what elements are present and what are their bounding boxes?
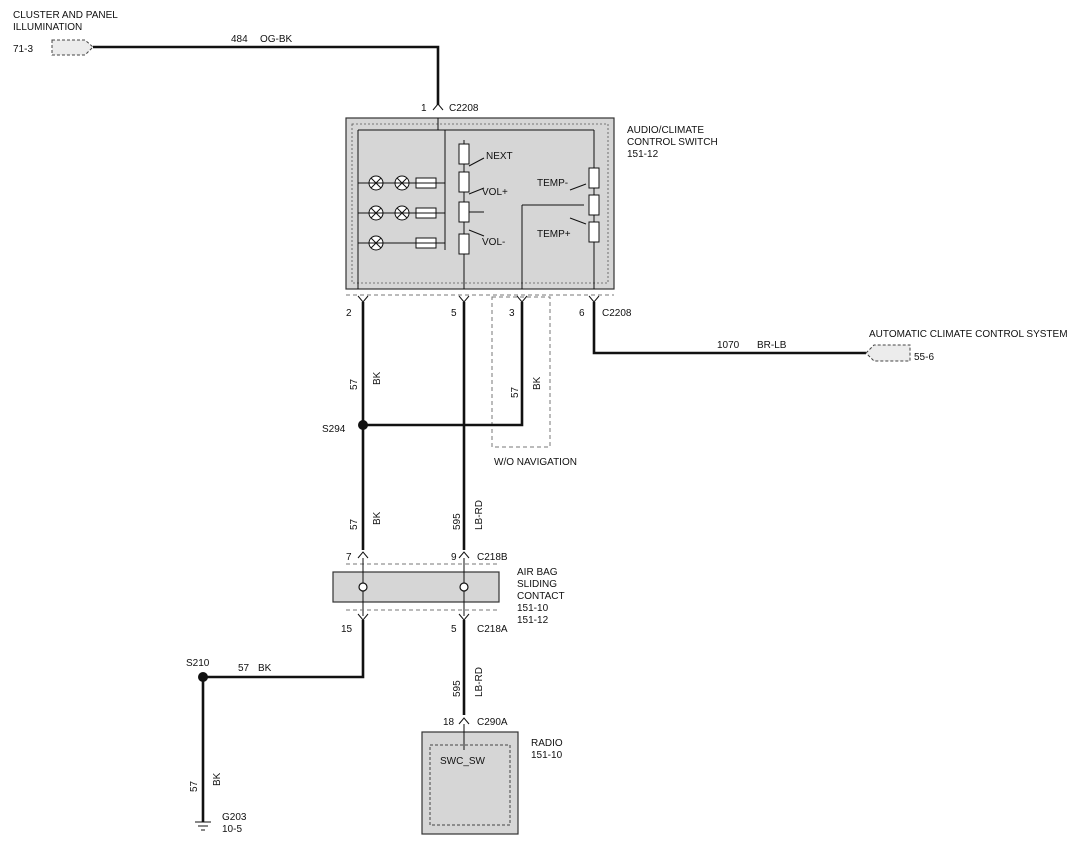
c218b-pin9-chevron	[458, 551, 470, 559]
c218b-name: C218B	[477, 552, 508, 563]
audio-switch-title-line2: CONTROL SWITCH	[627, 137, 718, 148]
c2208-pin2-number: 2	[346, 308, 352, 319]
c2208-pin6-number: 6	[579, 308, 585, 319]
airbag-title-line3: CONTACT	[517, 591, 565, 602]
resistor-icon	[588, 221, 600, 243]
c290a-name: C290A	[477, 717, 508, 728]
c218a-pin15-number: 15	[341, 624, 353, 635]
lamp-resistor-group	[358, 177, 445, 249]
radio-inner	[429, 744, 511, 826]
acc-page-ref: 55-6	[914, 352, 934, 363]
splice-s210-label: S210	[186, 658, 210, 669]
wire-1070-color: BR-LB	[757, 340, 787, 351]
switch-label-vol-up: VOL+	[482, 187, 508, 198]
wire-1070-circuit: 1070	[717, 340, 740, 351]
resistor-icon	[458, 201, 470, 223]
airbag-title-line1: AIR BAG	[517, 567, 558, 578]
audio-climate-switch-body[interactable]	[345, 117, 615, 290]
radio-page-ref: 151-10	[531, 750, 563, 761]
switch-contact-temp-down	[569, 183, 587, 191]
cluster-title-line2: ILLUMINATION	[13, 22, 82, 33]
wire-57-pin3	[363, 302, 524, 427]
c2208-pin6-chevron	[588, 295, 600, 303]
c2208-bottom-name: C2208	[602, 308, 632, 319]
wire-57-mid-color: BK	[372, 511, 383, 525]
radio-title: RADIO	[531, 738, 563, 749]
cluster-page-ref: 71-3	[13, 44, 33, 55]
splice-s294-label: S294	[322, 424, 346, 435]
switch-label-next: NEXT	[486, 151, 513, 162]
resistor-icon	[588, 167, 600, 189]
acc-title: AUTOMATIC CLIMATE CONTROL SYSTEM	[869, 329, 1068, 340]
wire-57-pin2-color: BK	[372, 371, 383, 385]
ground-name: G203	[222, 812, 247, 823]
cluster-reference-tag[interactable]	[51, 39, 94, 56]
c218b-pin7-number: 7	[346, 552, 352, 563]
wire-57-ground-color: BK	[212, 772, 223, 786]
switch-label-temp-up: TEMP+	[537, 229, 571, 240]
airbag-contact-icon	[358, 582, 368, 592]
wire-57-ground-circuit: 57	[189, 780, 200, 792]
audio-resistor-ladder	[458, 143, 485, 255]
wire-595-bottom-color: LB-RD	[474, 667, 485, 697]
airbag-contact-icon	[459, 582, 469, 592]
resistor-icon	[588, 194, 600, 216]
switch-contact-voldown	[468, 229, 485, 237]
wire-57-mid-circuit: 57	[349, 518, 360, 530]
switch-contact-volup	[468, 187, 485, 195]
c2208-pin5-chevron	[458, 295, 470, 303]
airbag-page-ref1: 151-10	[517, 603, 549, 614]
c2208-pin1-number: 1	[421, 103, 427, 114]
c290a-pin-number: 18	[443, 717, 455, 728]
switch-contact-temp-up	[569, 217, 587, 225]
c218b-pin7-chevron	[357, 551, 369, 559]
cluster-title-line1: CLUSTER AND PANEL	[13, 10, 118, 21]
climate-resistor-ladder	[569, 167, 600, 243]
resistor-icon	[458, 143, 470, 165]
audio-climate-switch-inner	[351, 123, 609, 284]
c2208-top-name: C2208	[449, 103, 479, 114]
wire-484-color: OG-BK	[260, 34, 293, 45]
radio-body[interactable]	[421, 731, 519, 835]
airbag-title-line2: SLIDING	[517, 579, 557, 590]
wire-57-pin2-circuit: 57	[349, 378, 360, 390]
resistor-icon	[458, 233, 470, 255]
wo-navigation-box	[491, 296, 551, 448]
ground-icon	[195, 821, 211, 831]
ground-page-ref: 10-5	[222, 824, 242, 835]
radio-inner-label: SWC_SW	[440, 756, 486, 767]
c2208-pin2-chevron	[357, 295, 369, 303]
wire-57-s210-color: BK	[258, 663, 272, 674]
wire-57-s210	[203, 620, 365, 679]
c218b-pin9-number: 9	[451, 552, 457, 563]
resistor-icon	[458, 171, 470, 193]
c2208-pin5-number: 5	[451, 308, 457, 319]
wire-595-top-circuit: 595	[452, 513, 463, 530]
wire-484-circuit: 484	[231, 34, 248, 45]
wire-57-s210-circuit: 57	[238, 663, 250, 674]
splice-s294[interactable]	[358, 420, 368, 430]
acc-reference-tag[interactable]	[865, 344, 911, 362]
wire-595-top-color: LB-RD	[474, 500, 485, 530]
wire-57-pin3-color: BK	[532, 376, 543, 390]
c2208-pin1-chevron	[432, 103, 444, 111]
c218a-pin5-number: 5	[451, 624, 457, 635]
c218a-name: C218A	[477, 624, 508, 635]
airbag-sliding-contact-body[interactable]	[332, 571, 500, 603]
wire-595-bottom-circuit: 595	[452, 680, 463, 697]
airbag-page-ref2: 151-12	[517, 615, 549, 626]
switch-label-vol-down: VOL-	[482, 237, 505, 248]
switch-contact-next	[468, 157, 485, 167]
c290a-chevron	[458, 717, 470, 725]
wire-1070	[592, 302, 866, 355]
c2208-pin3-number: 3	[509, 308, 515, 319]
audio-switch-title-line1: AUDIO/CLIMATE	[627, 125, 704, 136]
wo-navigation-label: W/O NAVIGATION	[494, 457, 577, 468]
wire-57-pin3-circuit: 57	[510, 386, 521, 398]
switch-label-temp-down: TEMP-	[537, 178, 568, 189]
wire-484	[93, 45, 440, 105]
audio-switch-page-ref: 151-12	[627, 149, 659, 160]
